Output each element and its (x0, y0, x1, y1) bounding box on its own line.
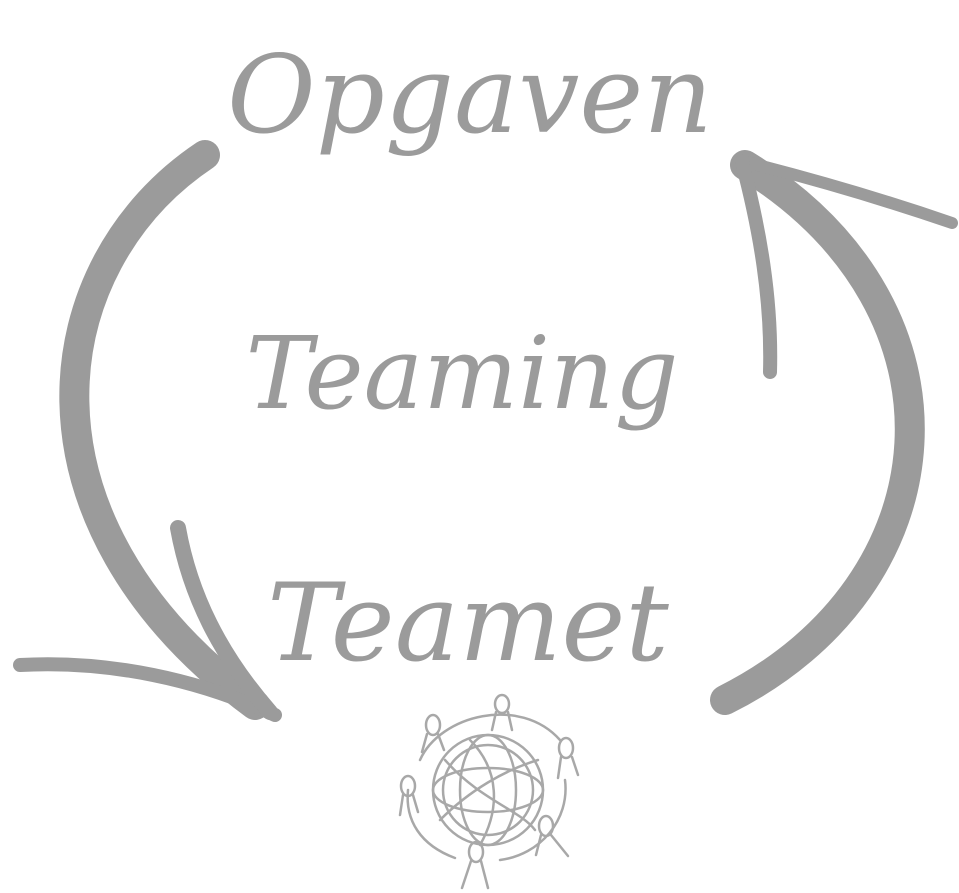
team-circle-icon (398, 693, 580, 890)
person-icon (490, 693, 514, 732)
label-teaming: Teaming (246, 315, 679, 432)
person-icon (534, 814, 570, 858)
person-icon (398, 774, 420, 817)
curved-arrow-down-left-icon (13, 140, 282, 722)
label-opgaven: Opgaven (227, 33, 713, 158)
curved-arrow-up-right-icon (710, 150, 958, 715)
person-icon (460, 840, 490, 890)
person-icon (556, 736, 580, 780)
person-icon (420, 713, 446, 754)
label-teamet: Teamet (267, 561, 669, 686)
